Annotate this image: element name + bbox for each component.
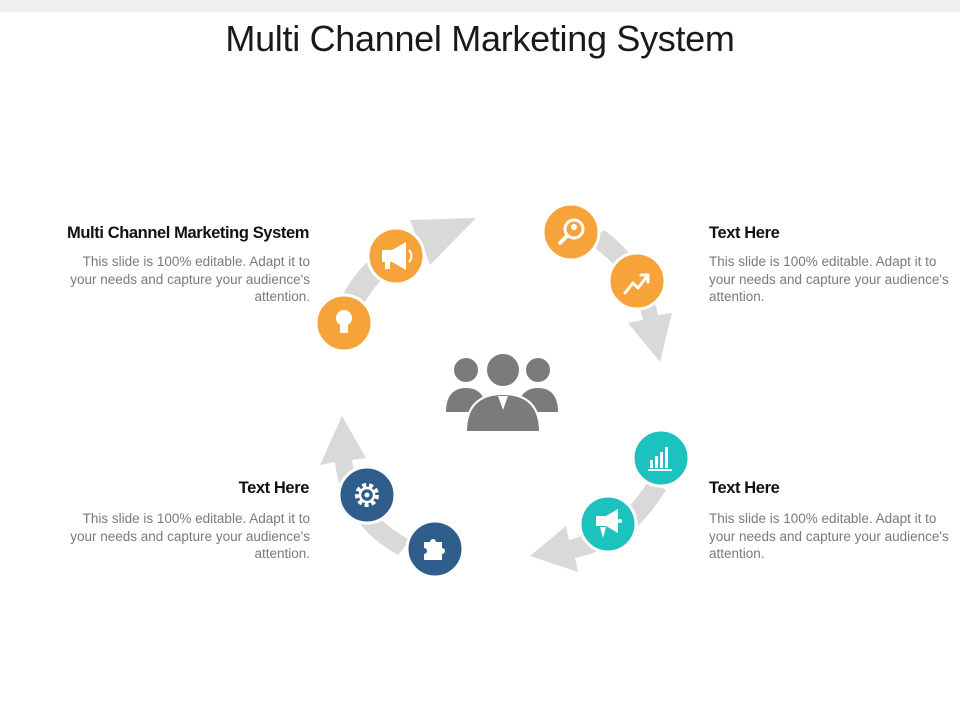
arrow-bottom-left <box>320 416 410 555</box>
bar-chart-icon <box>648 447 672 471</box>
megaphone-teal-node <box>578 494 638 554</box>
arrow-top-right <box>588 230 672 362</box>
heading-bottom-left: Text Here <box>238 479 310 497</box>
desc-top-left: This slide is 100% editable. Adapt it to… <box>70 254 310 304</box>
people-group-icon <box>446 352 558 433</box>
bar-chart-node <box>631 428 691 488</box>
lightbulb-node <box>314 293 374 353</box>
trending-up-icon <box>623 273 650 295</box>
trend-node <box>607 251 667 311</box>
desc-top-right: This slide is 100% editable. Adapt it to… <box>709 254 949 304</box>
arrow-bottom-right <box>530 478 666 572</box>
gear-node <box>337 465 397 525</box>
search-node <box>541 202 601 262</box>
top-bar <box>0 0 960 12</box>
arrow-top-left <box>338 218 476 318</box>
puzzle-icon <box>424 539 445 560</box>
megaphone-icon <box>382 242 413 270</box>
desc-bottom-left: This slide is 100% editable. Adapt it to… <box>70 511 310 561</box>
heading-bottom-right: Text Here <box>709 479 780 497</box>
gear-icon <box>355 483 379 507</box>
megaphone-icon <box>596 509 622 538</box>
megaphone-node <box>366 226 426 286</box>
heading-top-left: Multi Channel Marketing System <box>67 224 309 242</box>
puzzle-node <box>405 519 465 579</box>
cycle-arrows <box>320 218 672 572</box>
lightbulb-icon <box>336 310 352 333</box>
heading-top-right: Text Here <box>709 224 780 242</box>
search-person-icon <box>558 218 585 245</box>
desc-bottom-right: This slide is 100% editable. Adapt it to… <box>709 511 949 561</box>
slide-title: Multi Channel Marketing System <box>225 18 735 59</box>
